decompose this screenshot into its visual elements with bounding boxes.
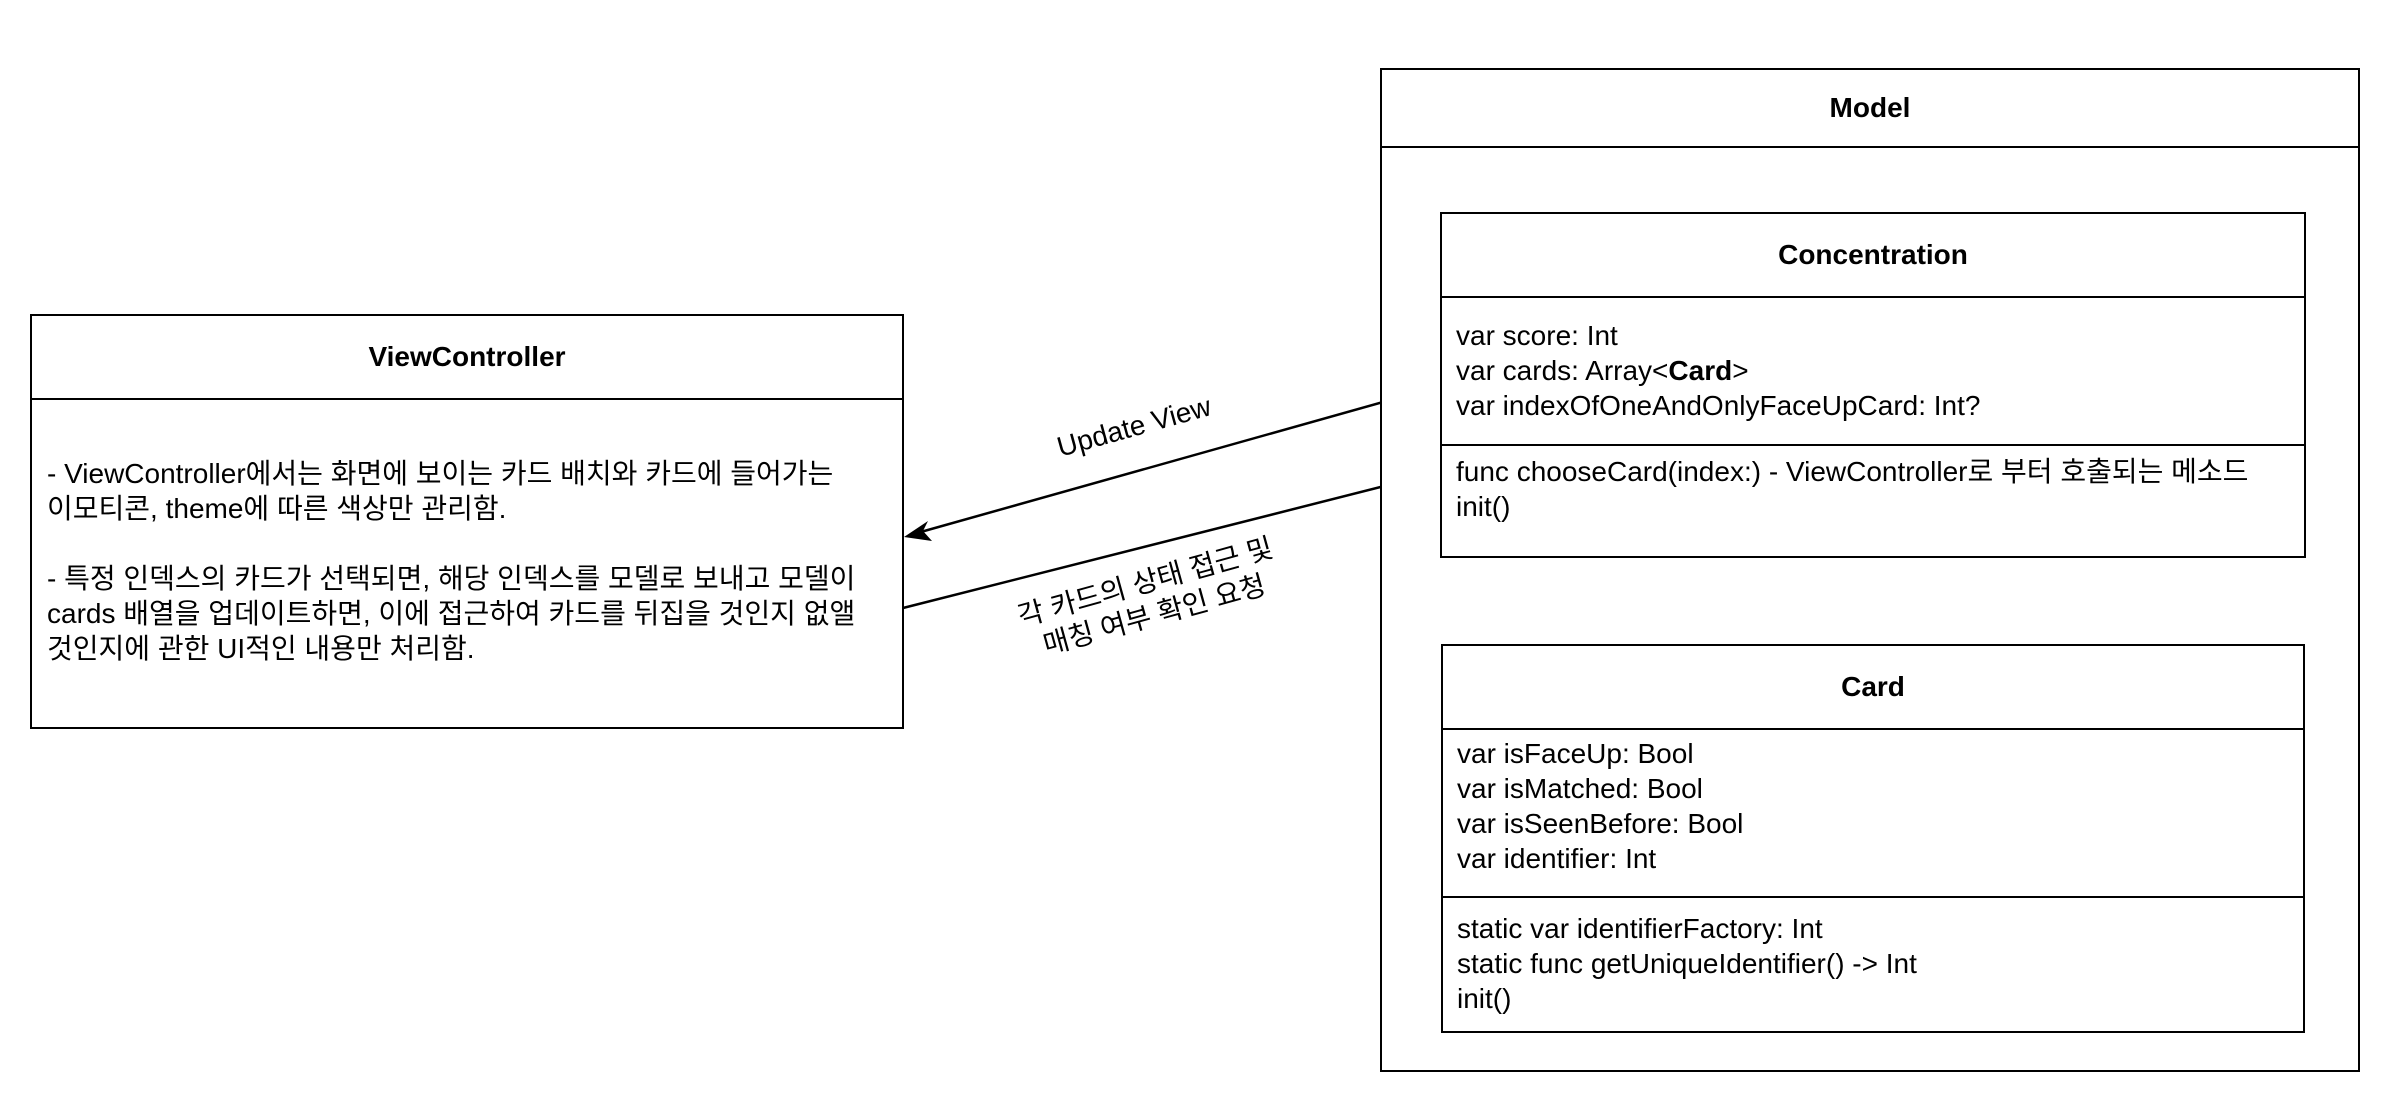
description-line-5: 것인지에 관한 UI적인 내용만 처리함.	[47, 633, 475, 664]
model-title-text: Model	[1829, 92, 1911, 123]
property-isseenbefore: var isSeenBefore: Bool	[1457, 808, 1744, 839]
viewcontroller-title-text: ViewController	[368, 341, 566, 372]
description-line-4: cards 배열을 업데이트하면, 이에 접근하여 카드를 뒤집을 것인지 없앨	[47, 598, 856, 629]
viewcontroller-class: ViewController - ViewController에서는 화면에 보…	[30, 314, 904, 729]
method-getuniqueidentifier: static func getUniqueIdentifier() -> Int	[1457, 948, 1917, 979]
viewcontroller-description: - ViewController에서는 화면에 보이는 카드 배치와 카드에 들…	[32, 456, 902, 666]
property-cards: var cards: Array<Card>	[1456, 353, 2290, 388]
method-identifierfactory: static var identifierFactory: Int	[1457, 913, 1823, 944]
property-ismatched: var isMatched: Bool	[1457, 773, 1703, 804]
concentration-methods: func chooseCard(index:) - ViewController…	[1442, 444, 2304, 524]
model-title: Model	[1382, 70, 2358, 148]
description-line-1: - ViewController에서는 화면에 보이는 카드 배치와 카드에 들…	[47, 458, 834, 489]
card-methods: static var identifierFactory: Int static…	[1443, 896, 2303, 1016]
concentration-class: Concentration var score: Int var cards: …	[1440, 212, 2306, 558]
card-title: Card	[1443, 646, 2303, 730]
card-title-text: Card	[1841, 671, 1905, 702]
description-line-2: 이모티콘, theme에 따른 색상만 관리함.	[47, 493, 507, 524]
viewcontroller-title: ViewController	[32, 316, 902, 400]
method-card-init: init()	[1457, 983, 1512, 1014]
description-line-3: - 특정 인덱스의 카드가 선택되면, 해당 인덱스를 모델로 보내고 모델이	[47, 563, 856, 594]
concentration-properties: var score: Int var cards: Array<Card> va…	[1442, 318, 2304, 423]
property-cards-suffix: >	[1732, 355, 1749, 386]
method-init: init()	[1456, 491, 1511, 522]
property-identifier: var identifier: Int	[1457, 843, 1657, 874]
concentration-title-text: Concentration	[1778, 239, 1968, 270]
update-view-arrow	[904, 384, 1441, 541]
concentration-title: Concentration	[1442, 214, 2304, 298]
property-index: var indexOfOneAndOnlyFaceUpCard: Int?	[1456, 390, 1981, 421]
method-choosecard: func chooseCard(index:) - ViewController…	[1456, 456, 2249, 487]
card-properties: var isFaceUp: Bool var isMatched: Bool v…	[1443, 736, 2303, 876]
card-class: Card var isFaceUp: Bool var isMatched: B…	[1441, 644, 2305, 1033]
property-cards-prefix: var cards: Array<	[1456, 355, 1669, 386]
property-isfaceup: var isFaceUp: Bool	[1457, 738, 1694, 769]
property-score: var score: Int	[1456, 320, 1618, 351]
property-cards-type: Card	[1668, 355, 1733, 386]
